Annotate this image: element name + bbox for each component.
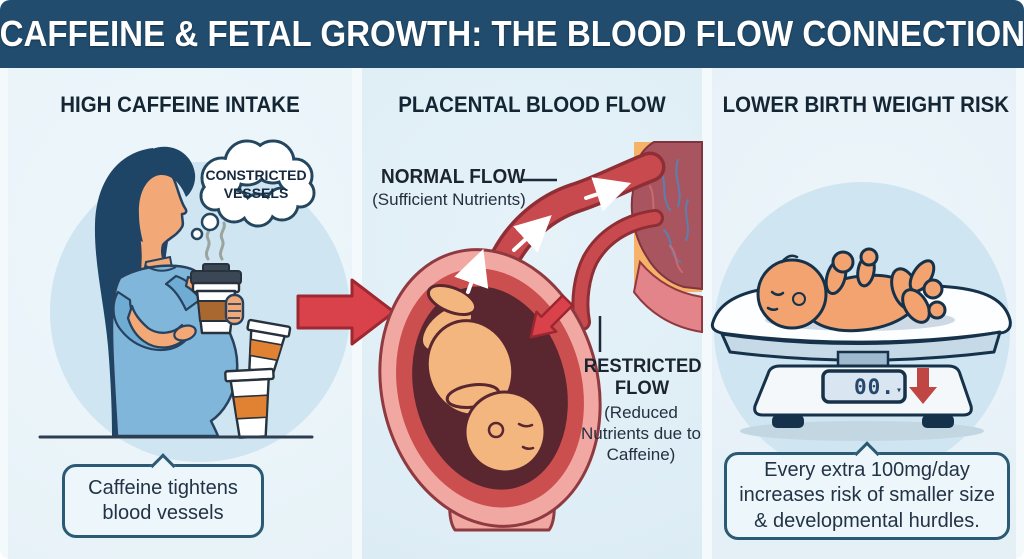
normal-flow-sublabel: (Sufficient Nutrients): [372, 190, 526, 209]
main-title: CAFFEINE & FETAL GROWTH: THE BLOOD FLOW …: [0, 13, 1024, 54]
scale-reading: 00.▾: [826, 373, 902, 400]
heading-birth-weight: LOWER BIRTH WEIGHT RISK: [722, 92, 1010, 117]
caption-caffeine-vessels: Caffeine tightens blood vessels: [62, 453, 264, 538]
thought-bubble-text: CONSTRICTED VESSELS: [205, 167, 307, 201]
restricted-flow-sublabel: (Reduced Nutrients due to Caffeine): [580, 403, 701, 465]
heading-placental-flow: PLACENTAL BLOOD FLOW: [398, 92, 666, 117]
caption-text: Every extra 100mg/day increases risk of …: [739, 458, 995, 532]
scale-digits: 00.: [854, 374, 895, 399]
caption-birth-weight: Every extra 100mg/day increases risk of …: [724, 441, 1010, 540]
scale-marker-icon: ▾: [895, 385, 902, 396]
restricted-flow-label: RESTRICTED FLOW: [583, 356, 702, 400]
heading-high-caffeine: HIGH CAFFEINE INTAKE: [60, 92, 300, 117]
title-bar: CAFFEINE & FETAL GROWTH: THE BLOOD FLOW …: [0, 0, 1024, 68]
normal-flow-label: NORMAL FLOW: [381, 166, 526, 188]
caption-text: Caffeine tightens blood vessels: [88, 476, 238, 524]
